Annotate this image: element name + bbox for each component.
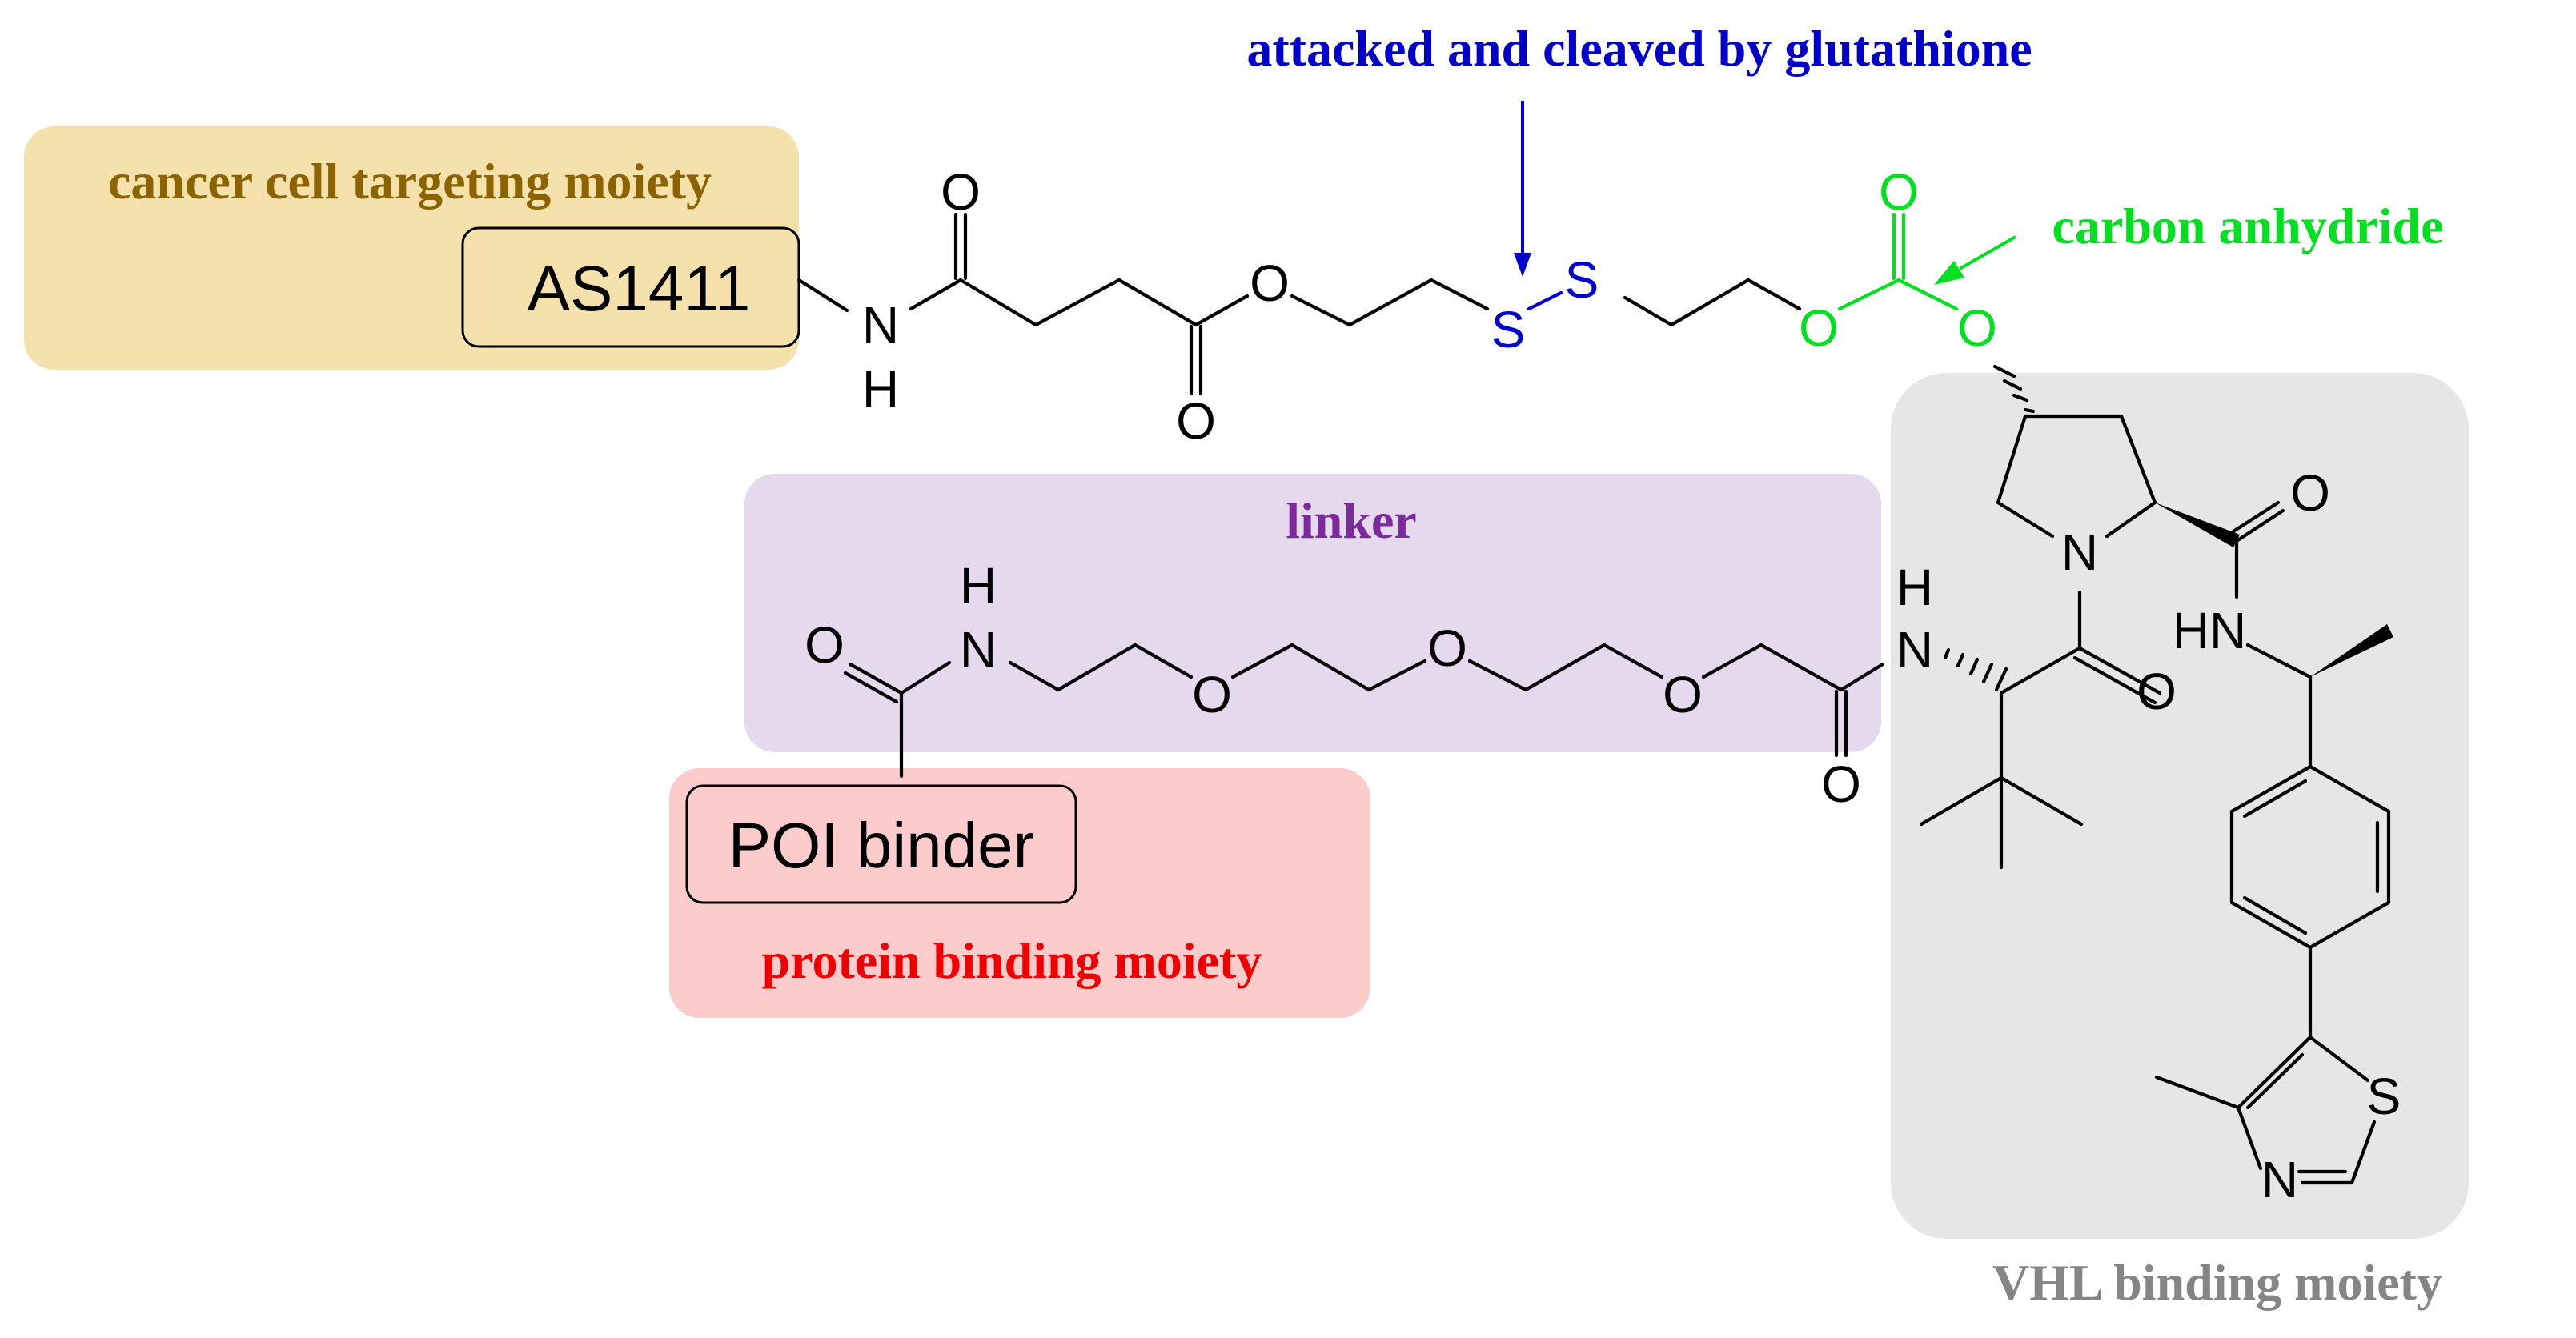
amide-nitrogen: N [862,296,899,354]
disulfide-bond [1527,290,1563,311]
vhl-region [1891,373,2469,1239]
glutathione-label: attacked and cleaved by glutathione [1246,20,2032,77]
linker-carbonyl-oxygen: O [804,616,845,674]
aptamer-box [461,226,800,348]
linker-label: linker [1286,492,1417,549]
vhl-amide-nitrogen: N [1896,621,1933,679]
vhl-amide-hydrogen: H [1896,559,1933,616]
carbonate-oxygen-left: O [1799,299,1839,357]
proline-carbonyl-oxygen: O [2290,464,2330,522]
carbonate-bonds [1837,212,1959,311]
succinyl-carbonyl-oxygen: O [941,163,981,221]
pyrrolidine-nitrogen: N [2061,523,2098,581]
protein-label: protein binding moiety [762,932,1262,989]
vhl-label: VHL binding moiety [1992,1254,2442,1311]
thiazole-ring [2154,1035,2377,1185]
methyl-wedge-bond [2310,624,2393,677]
benzylic-bonds [2245,643,2313,769]
thiazole-sulfur: S [2367,1068,2401,1125]
anhydride-label: carbon anhydride [2052,198,2444,254]
tert-leucine-bonds [1919,590,2162,870]
linker-bonds [843,643,1885,779]
hydroxyproline-hashed-bond [1992,364,2036,414]
benzene-ring [2229,764,2391,1040]
pyrrolidine-ring [1996,414,2157,539]
poi-box-label: POI binder [728,810,1034,881]
carbonate-carbonyl-oxygen: O [1879,163,1919,221]
linker-hydrogen: H [960,557,997,615]
peg-oxygen-2: O [1427,619,1467,677]
carbonate-oxygen-right: O [1957,299,1997,357]
anhydride-arrow [1934,235,2016,285]
vhl-hashed-bond-1 [1943,647,2008,692]
tert-leucine-carbonyl-oxygen: O [2137,663,2177,720]
glutathione-arrow [1514,101,1531,277]
proline-amide-bonds [2231,500,2285,599]
ester-carbonyl-oxygen: O [1176,392,1216,450]
poi-box [685,784,1077,904]
targeting-label: cancer cell targeting moiety [108,153,712,210]
thiazole-nitrogen: N [2261,1151,2298,1208]
linker-nitrogen: N [960,621,997,679]
amide-hydrogen: H [862,360,899,418]
sulfur-2: S [1565,251,1599,309]
peg-oxygen-3: O [1663,666,1703,723]
aptamer-box-label: AS1411 [528,253,751,324]
top-chain-bonds [796,278,1802,327]
top-carbonyl-bonds [953,212,1203,396]
protein-region [669,768,1370,1018]
peg-oxygen-1: O [1192,666,1232,723]
benzylamide-hn: HN [2173,602,2246,659]
proline-wedge-bond [2155,503,2240,547]
linker-region [744,474,1881,752]
ester-oxygen: O [1250,254,1290,312]
sulfur-1: S [1491,301,1526,359]
glycolyl-carbonyl-oxygen: O [1821,755,1861,813]
targeting-region [24,126,799,370]
